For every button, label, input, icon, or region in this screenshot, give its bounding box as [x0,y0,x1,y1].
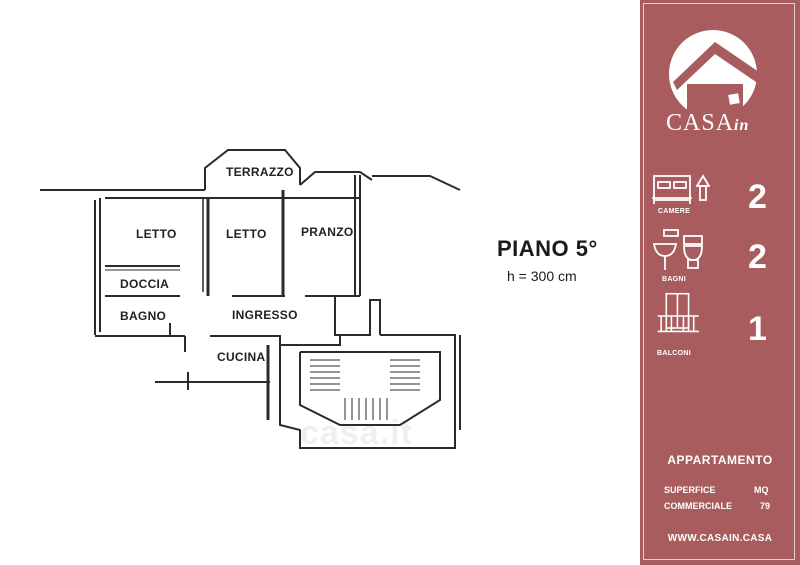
room-label-letto: LETTO [136,227,177,241]
room-label-ingresso: INGRESSO [232,308,298,322]
spec-label-commerciale: COMMERCIALE [664,501,732,511]
watermark: casa.it [300,414,413,452]
stat-value-bagni: 2 [748,238,767,276]
room-label-terrazzo: TERRAZZO [226,165,294,179]
balcony-icon [657,292,699,333]
room-label-letto: LETTO [226,227,267,241]
spec-label-superfice: SUPERFICE [664,485,716,495]
brand-logo: CASAin [666,110,749,137]
floor-plan: TERRAZZO LETTO LETTO PRANZO DOCCIA BAGNO… [40,149,598,452]
sidebar-frame [643,3,795,560]
property-type: APPARTAMENTO [667,453,773,467]
stat-caption-camere: CAMERE [657,208,691,215]
bed-icon [652,174,710,204]
room-label-bagno: BAGNO [120,309,167,323]
stat-caption-bagni: BAGNI [661,276,687,283]
brand-sub: in [734,117,750,134]
spec-value-area: 79 [760,501,771,511]
house-logo-icon [669,30,759,124]
website-link[interactable]: WWW.CASAIN.CASA [667,533,773,544]
room-label-cucina: CUCINA [217,350,266,364]
brand-main: CASA [666,110,735,136]
room-label-doccia: DOCCIA [120,277,170,291]
stat-value-camere: 2 [748,178,767,216]
bathroom-icon [652,229,703,270]
floor-plan-drawing [40,149,461,449]
stat-caption-balconi: BALCONI [657,350,691,357]
floor-title: PIANO 5° [497,236,598,261]
floor-height: h = 300 cm [507,268,577,284]
stat-value-balconi: 1 [748,310,767,348]
spec-unit: MQ [754,485,769,495]
room-label-pranzo: PRANZO [301,225,354,239]
